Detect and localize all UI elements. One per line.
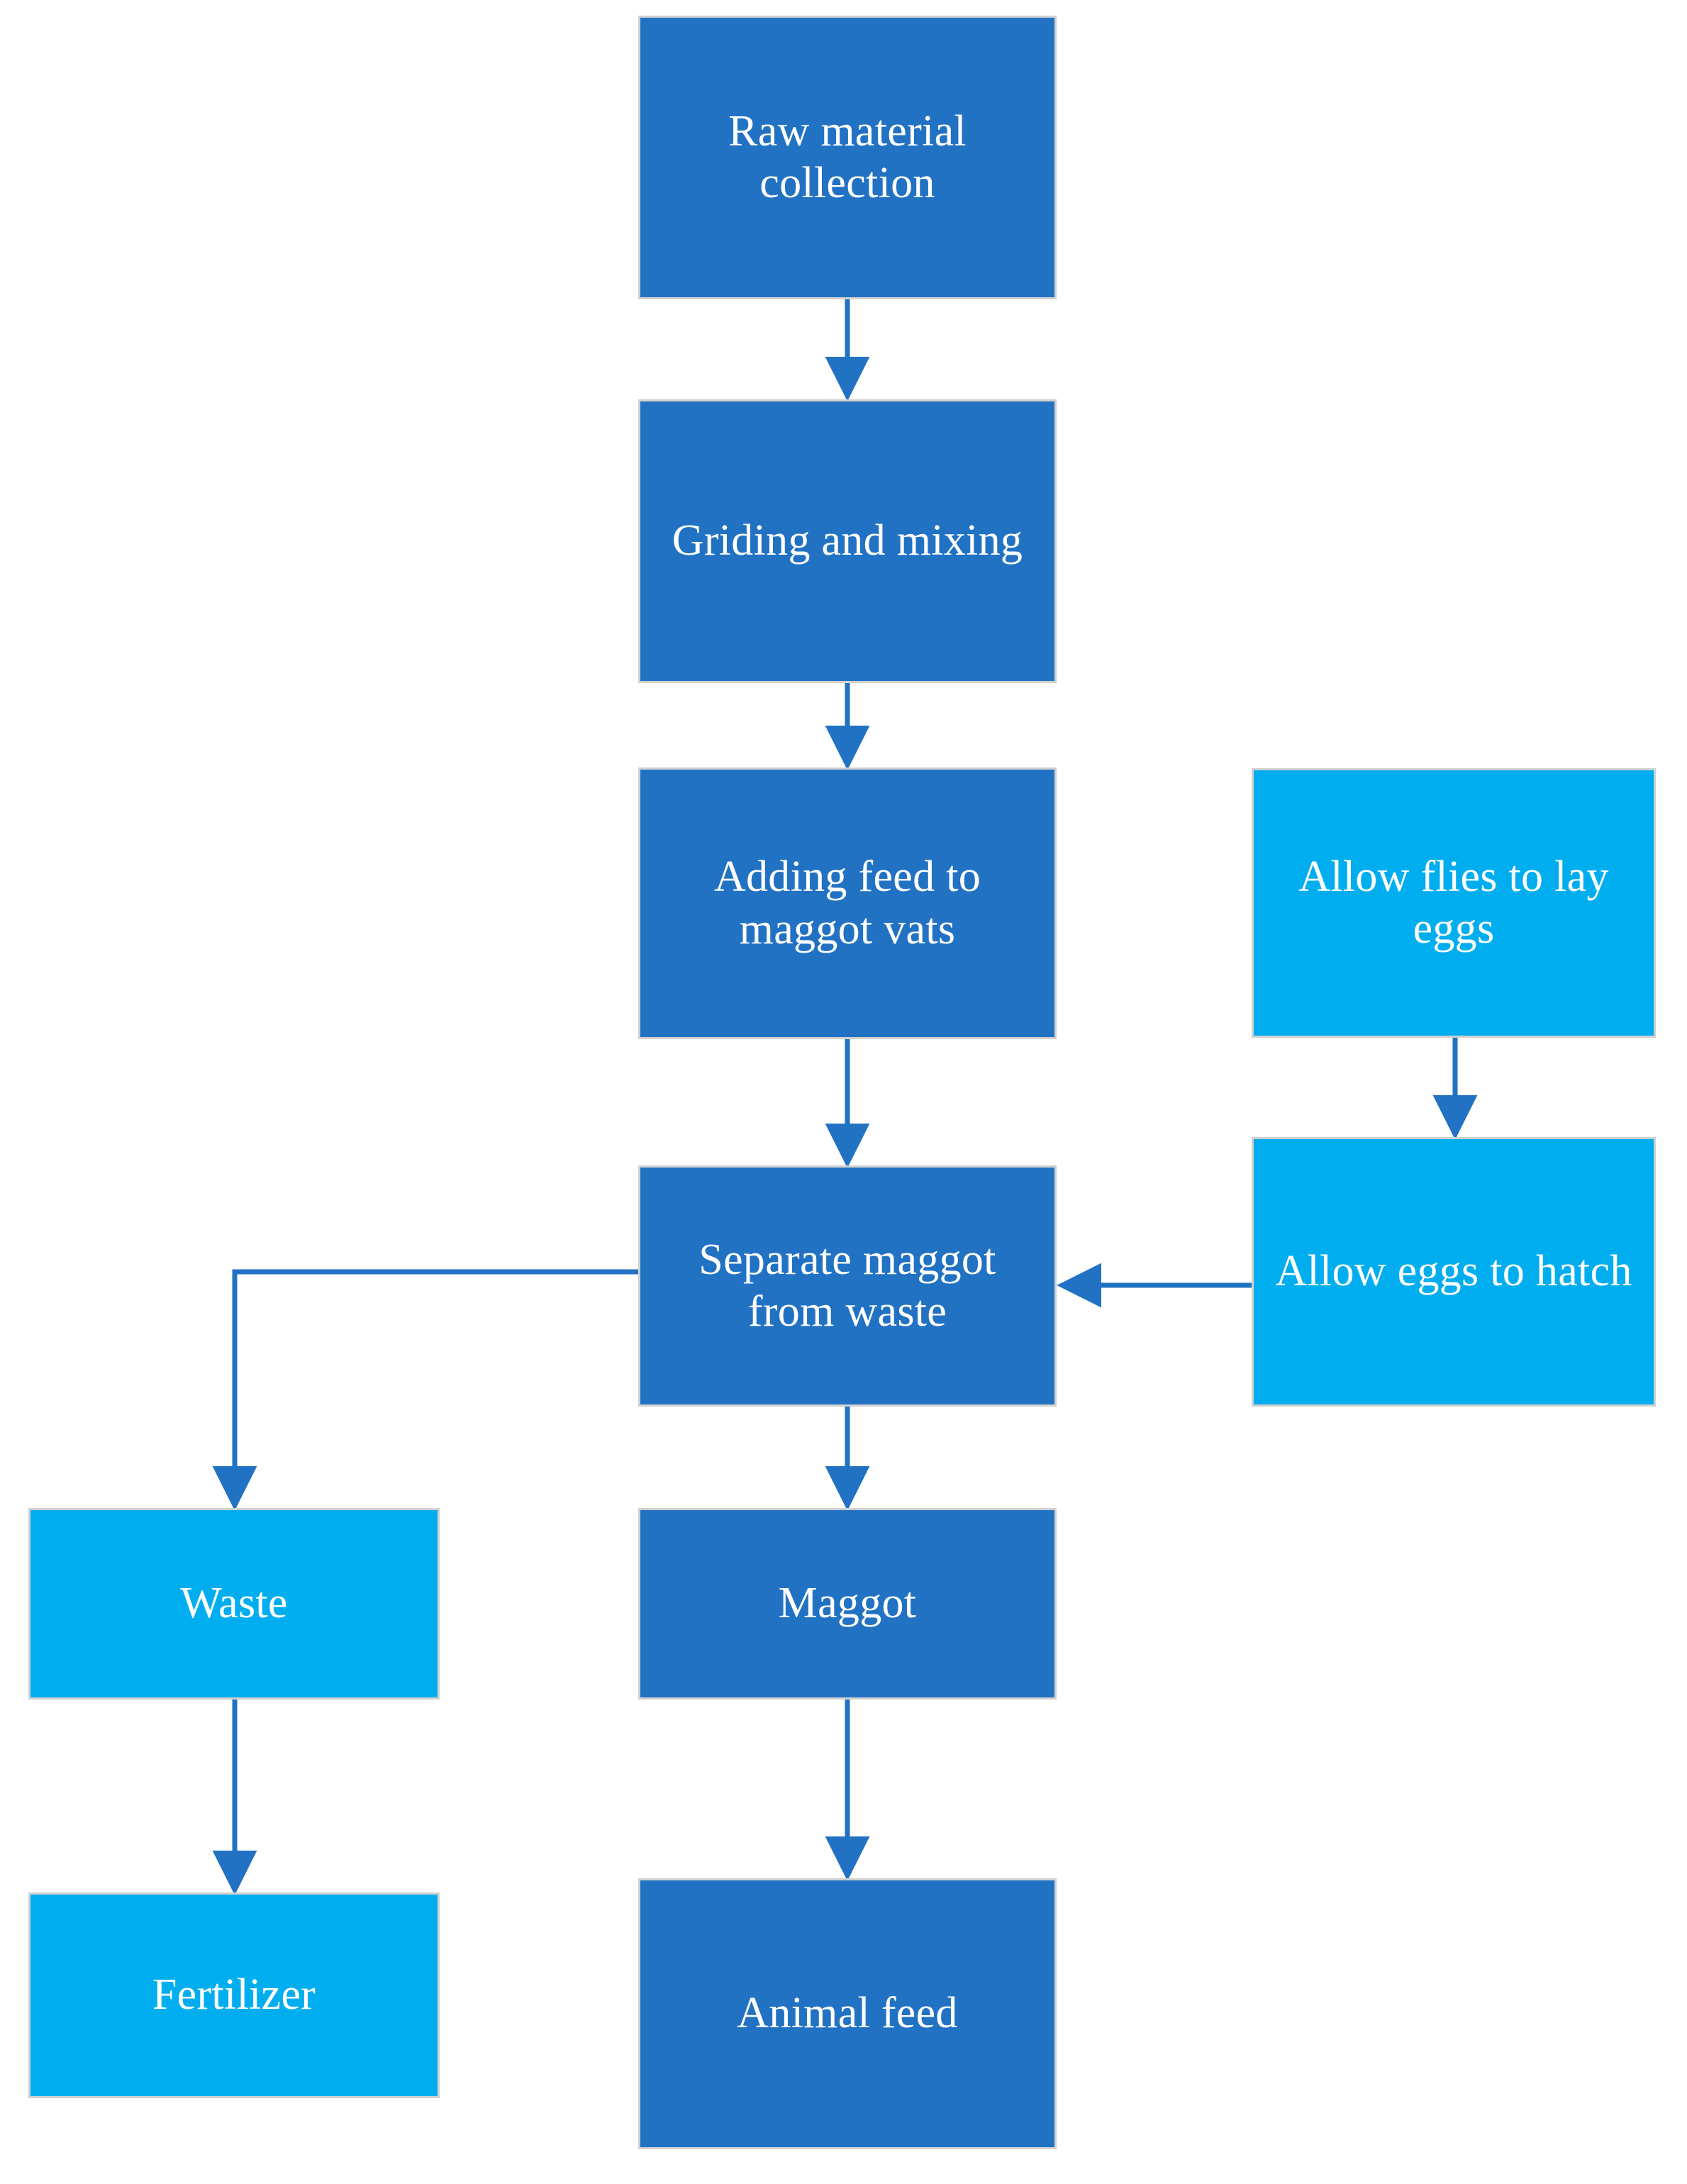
node-label: Griding and mixing [672,516,1023,565]
node-label: Separate maggot from waste [698,1235,996,1336]
node-label: Allow flies to lay eggs [1298,852,1609,953]
node-label: Fertilizer [152,1970,316,2019]
node-allow-eggs-to-hatch[interactable]: Allow eggs to hatch [1252,1137,1656,1407]
node-label: Allow eggs to hatch [1275,1247,1632,1296]
node-griding-and-mixing[interactable]: Griding and mixing [638,399,1057,683]
node-fertilizer[interactable]: Fertilizer [28,1892,440,2098]
node-waste[interactable]: Waste [28,1508,440,1700]
node-adding-feed-to-maggot-vats[interactable]: Adding feed to maggot vats [638,767,1057,1039]
node-label: Raw material collection [728,106,967,207]
node-animal-feed[interactable]: Animal feed [638,1878,1057,2149]
node-label: Waste [180,1579,288,1628]
node-label: Adding feed to maggot vats [713,853,981,953]
node-label: Animal feed [737,1989,958,2038]
edge-separate-to-waste [212,1269,638,1511]
node-raw-material-collection[interactable]: Raw material collection [638,16,1057,299]
node-label: Maggot [778,1579,917,1628]
node-maggot[interactable]: Maggot [638,1508,1057,1700]
node-separate-maggot-from-waste[interactable]: Separate maggot from waste [638,1165,1057,1407]
node-allow-flies-to-lay-eggs[interactable]: Allow flies to lay eggs [1252,768,1656,1038]
